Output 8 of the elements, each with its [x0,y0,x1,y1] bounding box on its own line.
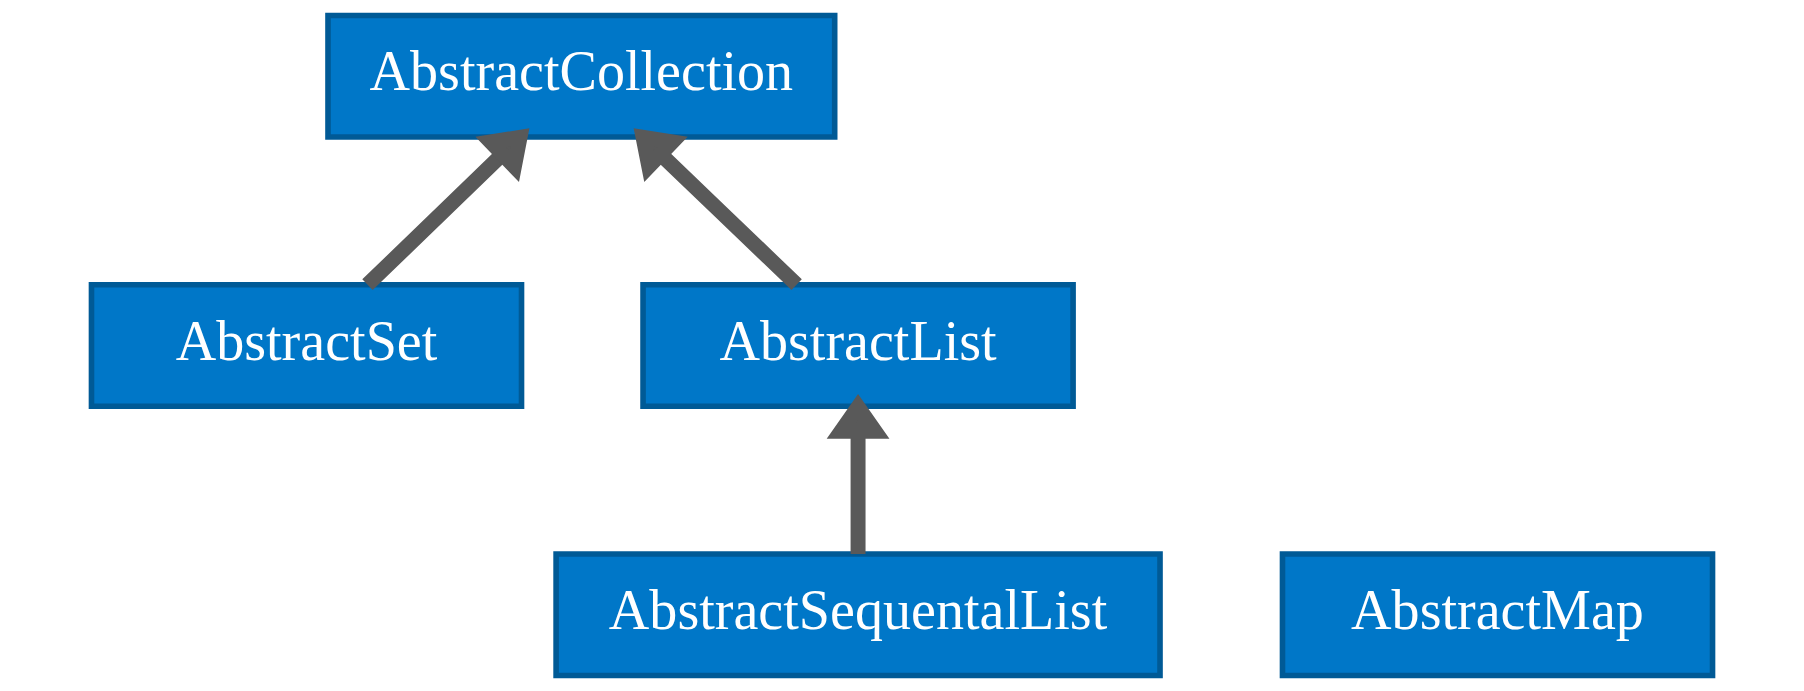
node-box: AbstractList [640,281,1076,410]
arrow [633,128,802,291]
node-box: AbstractMap [1279,551,1716,679]
arrow [362,128,530,291]
node-box: AbstractSequentalList [553,551,1163,679]
arrow [826,394,890,554]
node-box: AbstractSet [88,281,525,410]
node-box: AbstractCollection [325,12,838,140]
